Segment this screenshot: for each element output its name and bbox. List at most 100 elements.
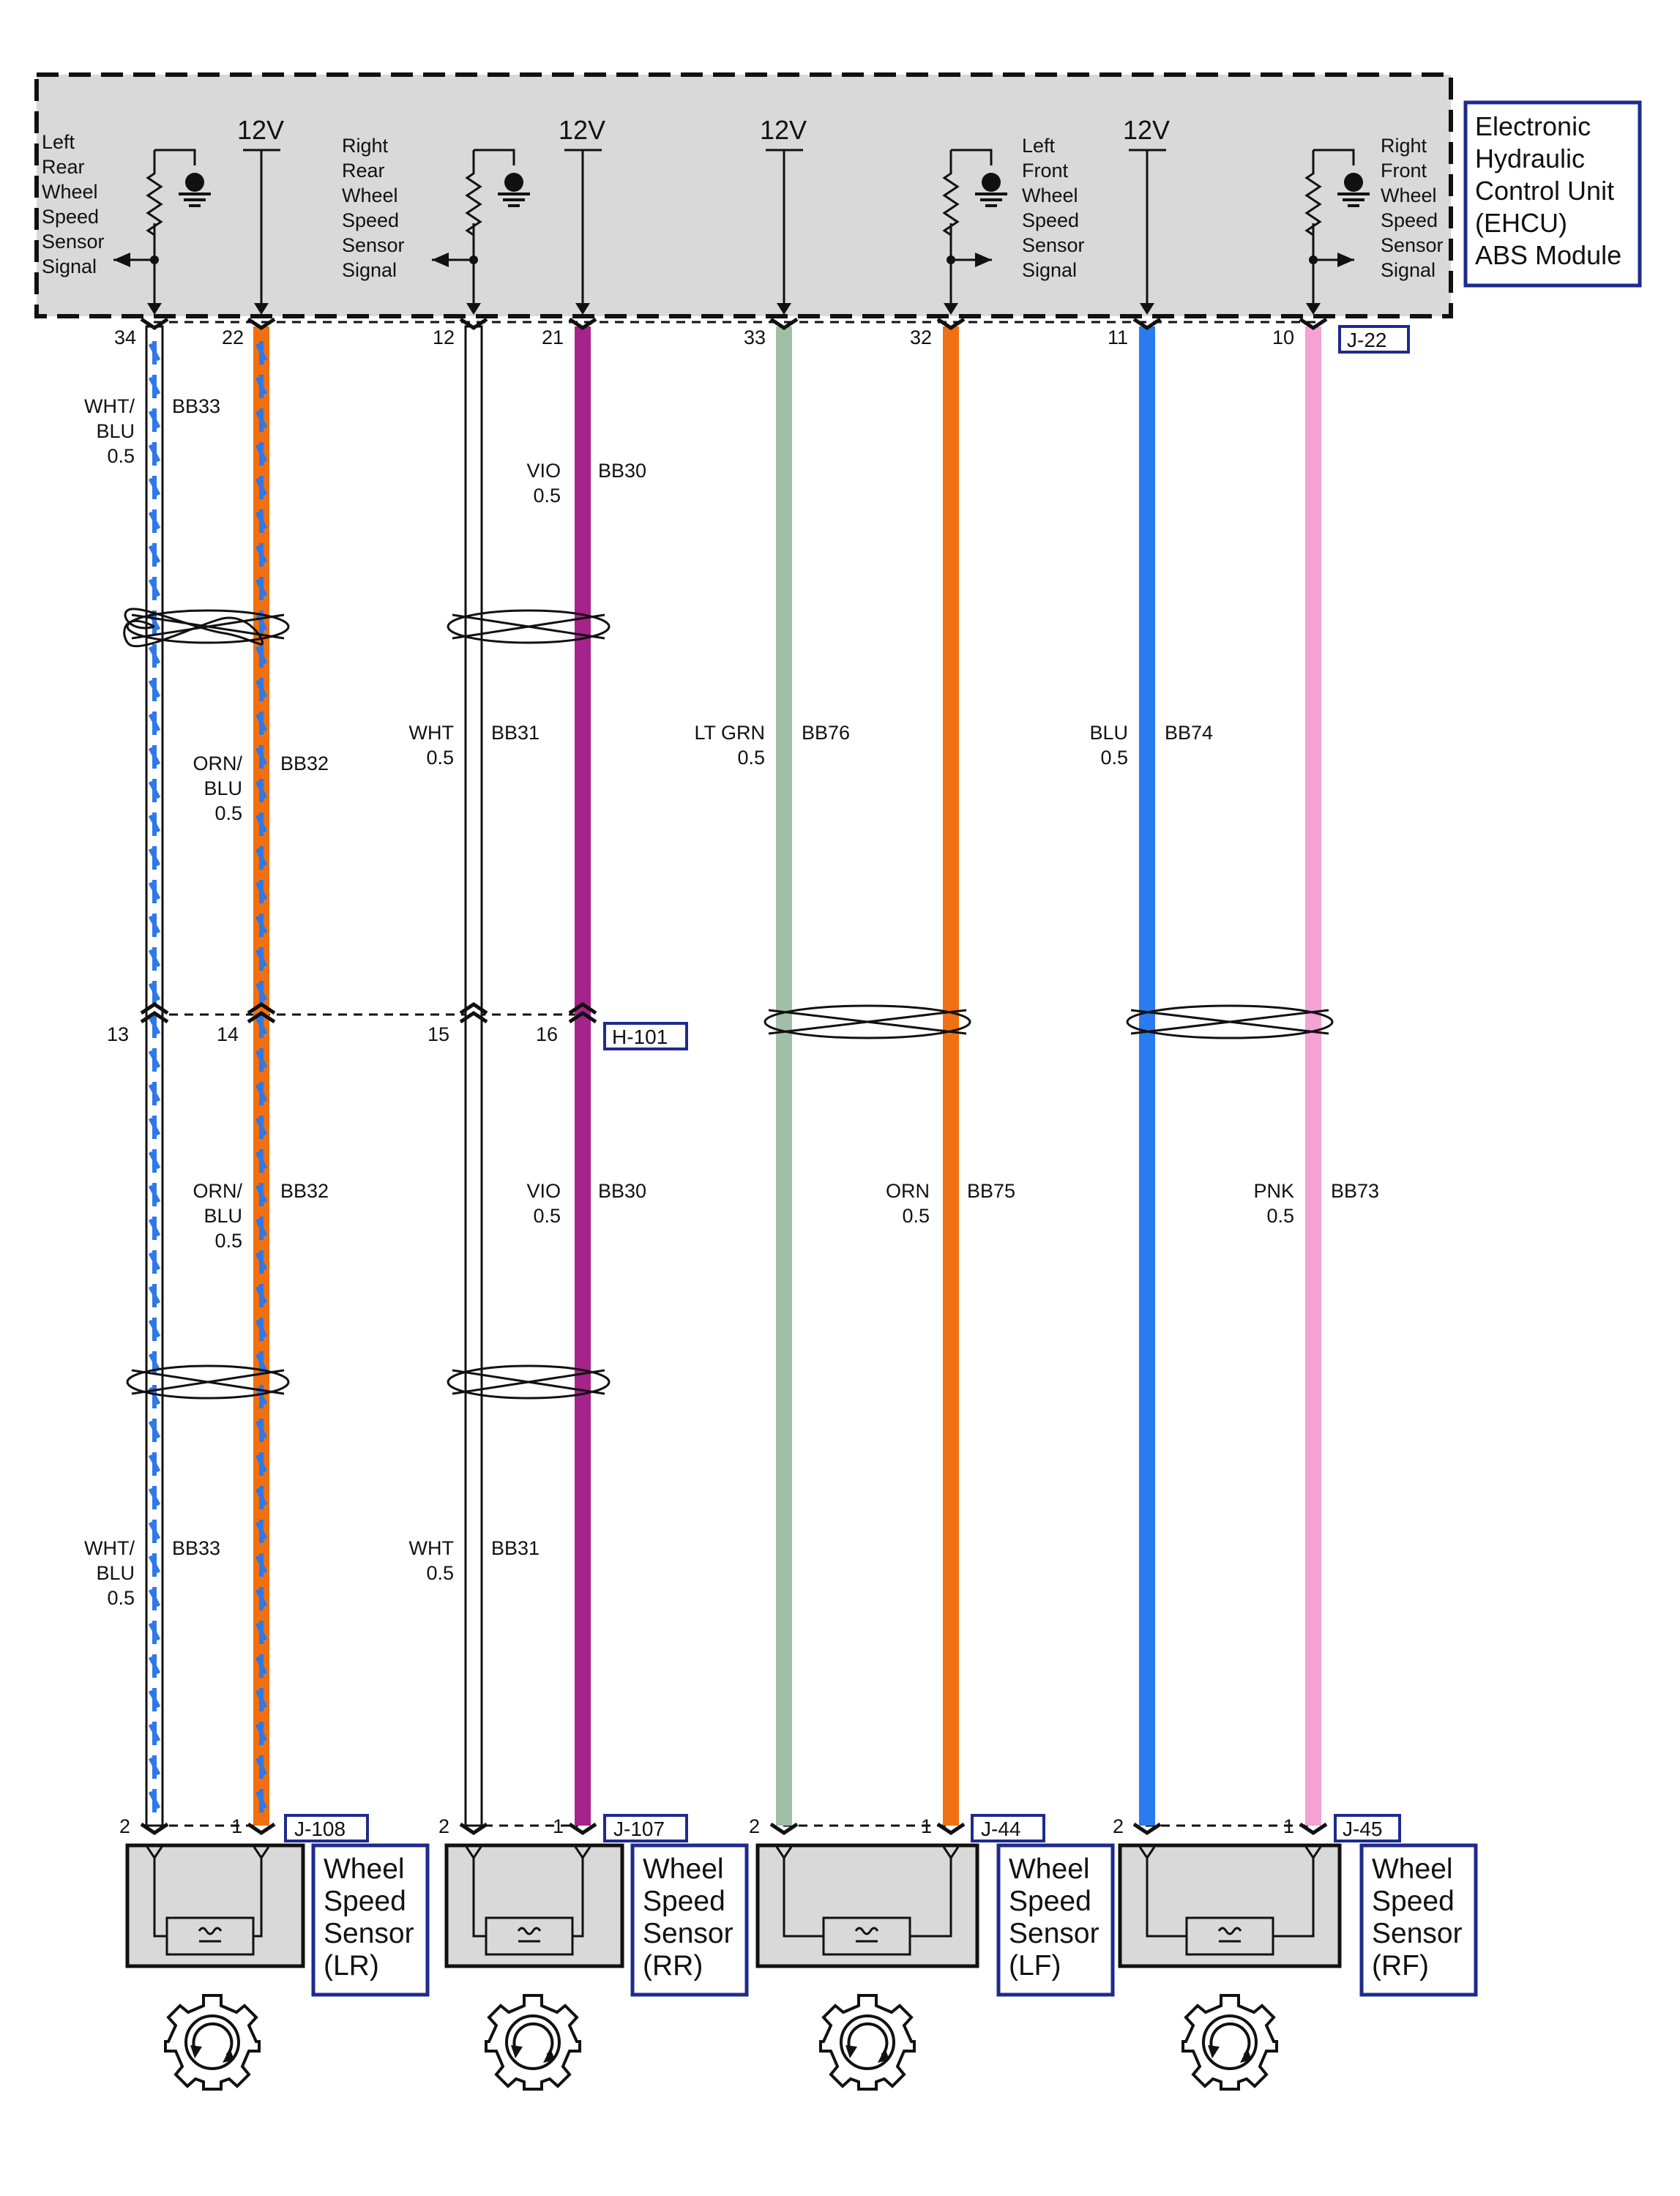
- wire-stripe-tick: [255, 1117, 268, 1136]
- signal-label-line: Wheel: [1022, 184, 1078, 206]
- wire-label-bb33-upper: WHT/ BLU 0.5 BB33: [84, 395, 220, 467]
- wire-bb75: [943, 326, 959, 1826]
- wire-stripe-tick: [255, 1151, 268, 1170]
- wire-bb74: [1139, 326, 1155, 1826]
- wire-color-text: 0.5: [533, 485, 561, 507]
- wire-stripe-tick: [255, 578, 268, 597]
- connector-chevron: [247, 1010, 276, 1024]
- twist-crosses: [131, 613, 1329, 1395]
- connector-chevron: [140, 1822, 169, 1836]
- wire-stripe-tick: [148, 1285, 161, 1304]
- wire-stripe-tick: [255, 511, 268, 530]
- pin-number: 2: [438, 1815, 449, 1837]
- wire-stripe-tick: [148, 915, 161, 934]
- wire-label-bb73: PNK 0.5 BB73: [1253, 1180, 1379, 1227]
- wire-stripe-tick: [148, 1353, 161, 1372]
- tone-wheel-rf-icon: [1181, 1994, 1278, 2091]
- wire-label-bb75: ORN 0.5 BB75: [886, 1180, 1015, 1227]
- wire-stripe-tick: [148, 1757, 161, 1776]
- wire-stripe-tick: [255, 679, 268, 698]
- pin-number: 12: [433, 326, 455, 348]
- wire-stripe-tick: [255, 1353, 268, 1372]
- wire-color-text: 0.5: [902, 1205, 930, 1227]
- pin-number: 2: [1113, 1815, 1124, 1837]
- signal-label-line: Right: [1381, 135, 1427, 157]
- sensor-name-line: Sensor: [1009, 1918, 1100, 1949]
- wire-stripe-tick: [255, 444, 268, 463]
- connector-j44-box: [971, 1814, 1045, 1842]
- wire-stripe-tick: [255, 747, 268, 766]
- connector-chevron: [140, 317, 169, 331]
- sensor-name-line: (RR): [643, 1950, 703, 1982]
- circuit-number: BB33: [172, 395, 220, 417]
- wire-color-text: 0.5: [426, 1562, 454, 1584]
- wire-label-bb30-lower: VIO 0.5 BB30: [526, 1180, 646, 1227]
- circuit-number: BB33: [172, 1537, 220, 1559]
- connector-chevron: [140, 1010, 169, 1024]
- connector-chevron: [247, 1001, 276, 1015]
- sensor-name-rr: Wheel Speed Sensor (RR): [630, 1843, 749, 1997]
- wire-stripe-tick: [148, 1050, 161, 1069]
- wire-color-text: BLU: [96, 1562, 135, 1584]
- module-title-line: (EHCU): [1475, 208, 1567, 238]
- connector-chevron: [568, 317, 597, 331]
- wire-stripe-tick: [148, 1117, 161, 1136]
- circuit-number: BB73: [1331, 1180, 1379, 1202]
- wire-stripe-tick: [255, 1454, 268, 1473]
- wire-stripe-tick: [148, 1656, 161, 1675]
- wire-stripe-tick: [255, 1689, 268, 1708]
- pin-number: 33: [744, 326, 766, 348]
- signal-label-line: Speed: [342, 209, 399, 231]
- wire-stripe-tick: [255, 1723, 268, 1742]
- signal-label-line: Sensor: [1381, 234, 1444, 256]
- signal-label-line: Front: [1022, 160, 1069, 182]
- connector-j45-label: J-45: [1343, 1818, 1382, 1840]
- connector-chevron: [1132, 317, 1162, 331]
- tone-wheel-lf-icon: [819, 1994, 916, 2091]
- signal-label-line: Signal: [42, 255, 97, 277]
- connector-j44-label: J-44: [981, 1818, 1020, 1840]
- wire-stripe-tick: [255, 612, 268, 631]
- connector-chevron: [1299, 317, 1328, 331]
- signal-label-rr: Right Rear Wheel Speed Sensor Signal: [342, 135, 405, 281]
- signal-label-lf: Left Front Wheel Speed Sensor Signal: [1022, 135, 1085, 281]
- connector-chevron: [568, 1822, 597, 1836]
- pin-number: 14: [217, 1023, 239, 1045]
- circuit-number: BB30: [598, 460, 646, 482]
- wire-stripe-tick: [255, 1656, 268, 1675]
- wire-stripe-tick: [255, 1319, 268, 1338]
- wire-stripe-tick: [255, 713, 268, 732]
- connector-chevron: [459, 1001, 488, 1015]
- signal-label-line: Wheel: [1381, 184, 1437, 206]
- wire-stripe-tick: [148, 410, 161, 429]
- wire-stripe-tick: [148, 814, 161, 833]
- signal-label-line: Sensor: [1022, 234, 1085, 256]
- signal-label-line: Speed: [42, 206, 99, 228]
- connector-j107-box: [603, 1814, 688, 1842]
- wire-label-bb74: BLU 0.5 BB74: [1089, 722, 1213, 769]
- pin-number: 16: [536, 1023, 558, 1045]
- wire-stripe-tick: [255, 1083, 268, 1102]
- supply-12v-label: 12V: [237, 115, 284, 145]
- connector-j22-box: [1338, 325, 1410, 354]
- wire-stripe-tick: [255, 915, 268, 934]
- wire-stripe-tick: [255, 949, 268, 968]
- sensor-name-line: Wheel: [1009, 1853, 1090, 1885]
- sensor-name-lf: Wheel Speed Sensor (LF): [996, 1843, 1115, 1997]
- sensor-name-line: Speed: [1009, 1886, 1091, 1917]
- sensor-pin-y: [146, 1846, 1322, 1860]
- wire-stripe-tick: [148, 1252, 161, 1271]
- pin-number: 1: [1283, 1815, 1294, 1837]
- wire-stripe-tick: [255, 1016, 268, 1035]
- wire-color-text: 0.5: [426, 747, 454, 769]
- wire-label-bb32-lower: ORN/ BLU 0.5 BB32: [193, 1180, 329, 1252]
- sensor-name-line: (LF): [1009, 1950, 1061, 1982]
- module-title-line: ABS Module: [1475, 240, 1621, 270]
- connector-chevron: [769, 1822, 799, 1836]
- pin-number: 2: [749, 1815, 760, 1837]
- wire-stripe-tick: [255, 848, 268, 867]
- ehcu-module: [34, 72, 1453, 318]
- wire-color-text: 0.5: [214, 802, 242, 824]
- signal-label-line: Signal: [342, 259, 397, 281]
- wire-color-text: 0.5: [107, 445, 135, 467]
